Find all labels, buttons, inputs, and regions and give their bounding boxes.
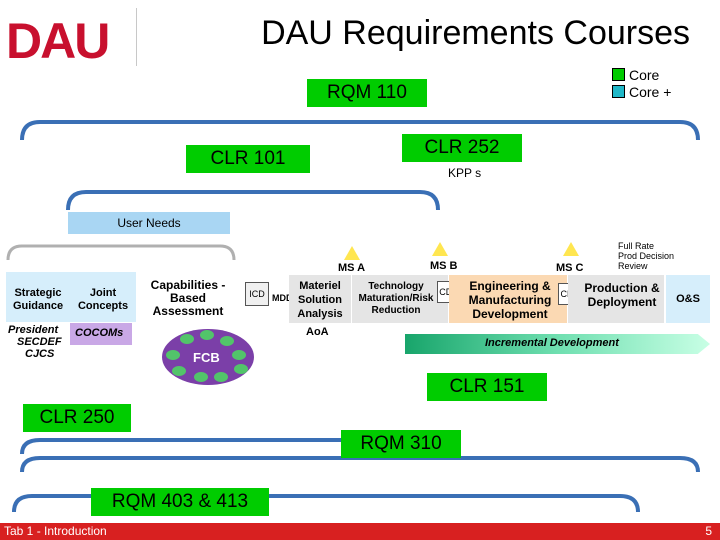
phase-tmrr <box>352 275 448 323</box>
fcb-node-2 <box>200 330 214 340</box>
bracket-rqm110 <box>20 120 700 141</box>
msa-text: Materiel Solution Analysis <box>289 279 351 321</box>
os-label: O&S <box>676 293 700 305</box>
milestone-b-marker <box>432 242 448 256</box>
pd-line-2: Deployment <box>587 295 657 309</box>
frp-review: Full Rate Prod Decision Review <box>618 241 674 271</box>
emd-line-2: Manufacturing <box>468 293 552 307</box>
legend: Core Core + <box>612 66 671 100</box>
phase-pd <box>568 275 664 323</box>
phase-emd <box>449 275 567 323</box>
course-clr101: CLR 101 <box>186 145 310 173</box>
cba-line-3: Assessment <box>152 304 224 318</box>
page-title: DAU Requirements Courses <box>261 14 690 52</box>
bracket-rqm310 <box>20 456 700 473</box>
core-swatch <box>612 68 625 81</box>
header-divider <box>136 8 137 66</box>
cba-line-2: Based <box>169 291 207 305</box>
milestone-c-marker <box>563 242 579 256</box>
milestone-a-label: MS A <box>338 262 366 274</box>
bracket-clr <box>66 190 440 211</box>
president-block: President SECDEF CJCS <box>8 324 62 360</box>
emd-text: Engineering & Manufacturing Development <box>462 279 558 321</box>
frp-line-3: Review <box>618 261 648 271</box>
msa-line-2: Solution <box>298 294 342 306</box>
mdd-label: MDD <box>272 293 293 303</box>
legend-core-plus-label: Core + <box>629 83 672 100</box>
secdef-label: SECDEF <box>17 336 62 348</box>
fcb-node-7 <box>194 372 208 382</box>
tmrr-line-2: Maturation/Risk <box>358 293 434 304</box>
cjcs-label: CJCS <box>25 348 55 360</box>
milestone-c-label: MS C <box>556 262 584 274</box>
tmrr-line-1: Technology <box>368 281 424 292</box>
fcb-node-3 <box>220 336 234 346</box>
frp-line-1: Full Rate <box>618 241 655 251</box>
msa-line-3: Analysis <box>297 308 343 320</box>
icd-document: ICD <box>245 282 269 306</box>
course-rqm310: RQM 310 <box>341 430 461 458</box>
fcb-node-9 <box>234 364 248 374</box>
footer-section-label: Tab 1 - Introduction <box>4 524 107 538</box>
core-plus-swatch <box>612 85 625 98</box>
fcb-node-6 <box>172 366 186 376</box>
page-number: 5 <box>705 524 712 538</box>
fcb-node-8 <box>214 372 228 382</box>
aoa-label: AoA <box>306 326 329 338</box>
strategic-guidance-label: Strategic Guidance <box>12 287 64 312</box>
footer-bar <box>0 523 720 540</box>
fcb-node-4 <box>166 350 180 360</box>
legend-core-label: Core <box>629 66 660 83</box>
cocoms-box <box>70 323 132 345</box>
cba-line-1: Capabilities - <box>150 278 226 292</box>
kpps-label: KPP s <box>448 166 482 180</box>
milestone-a-marker <box>344 246 360 260</box>
cocoms-label: COCOMs <box>75 327 124 339</box>
course-rqm403-413: RQM 403 & 413 <box>91 488 269 516</box>
dau-logo: DAU <box>6 13 124 69</box>
msa-line-1: Materiel <box>299 280 341 292</box>
incremental-development-label: Incremental Development <box>485 337 619 349</box>
pd-line-1: Production & <box>584 281 660 295</box>
tmrr-text: Technology Maturation/Risk Reduction <box>352 281 440 317</box>
fcb-label: FCB <box>193 350 220 365</box>
user-needs-box: User Needs <box>68 212 230 234</box>
legend-core-plus: Core + <box>612 83 671 100</box>
phase-msa <box>289 275 351 323</box>
course-clr250: CLR 250 <box>23 404 131 432</box>
course-clr252: CLR 252 <box>402 134 522 162</box>
dau-logo-text: DAU <box>6 14 108 64</box>
capabilities-assessment: Capabilities - Based Assessment <box>140 279 236 318</box>
incremental-development-arrow <box>405 334 710 354</box>
legend-core: Core <box>612 66 671 83</box>
phase-os <box>666 275 710 323</box>
bracket-rqm403 <box>12 494 640 513</box>
milestone-b-label: MS B <box>430 260 458 272</box>
joint-concepts-label: Joint Concepts <box>77 287 129 312</box>
guidance-panel <box>6 272 136 322</box>
fcb-node-5 <box>232 350 246 360</box>
course-rqm110: RQM 110 <box>307 79 427 107</box>
fcb-node-1 <box>180 334 194 344</box>
frp-line-2: Prod Decision <box>618 251 675 261</box>
bracket-user-needs <box>6 244 236 261</box>
pd-text: Production & Deployment <box>580 281 664 309</box>
course-clr151: CLR 151 <box>427 373 547 401</box>
president-label: President <box>8 324 59 336</box>
tmrr-line-3: Reduction <box>371 305 421 316</box>
emd-line-3: Development <box>472 307 548 321</box>
emd-line-1: Engineering & <box>469 279 551 293</box>
